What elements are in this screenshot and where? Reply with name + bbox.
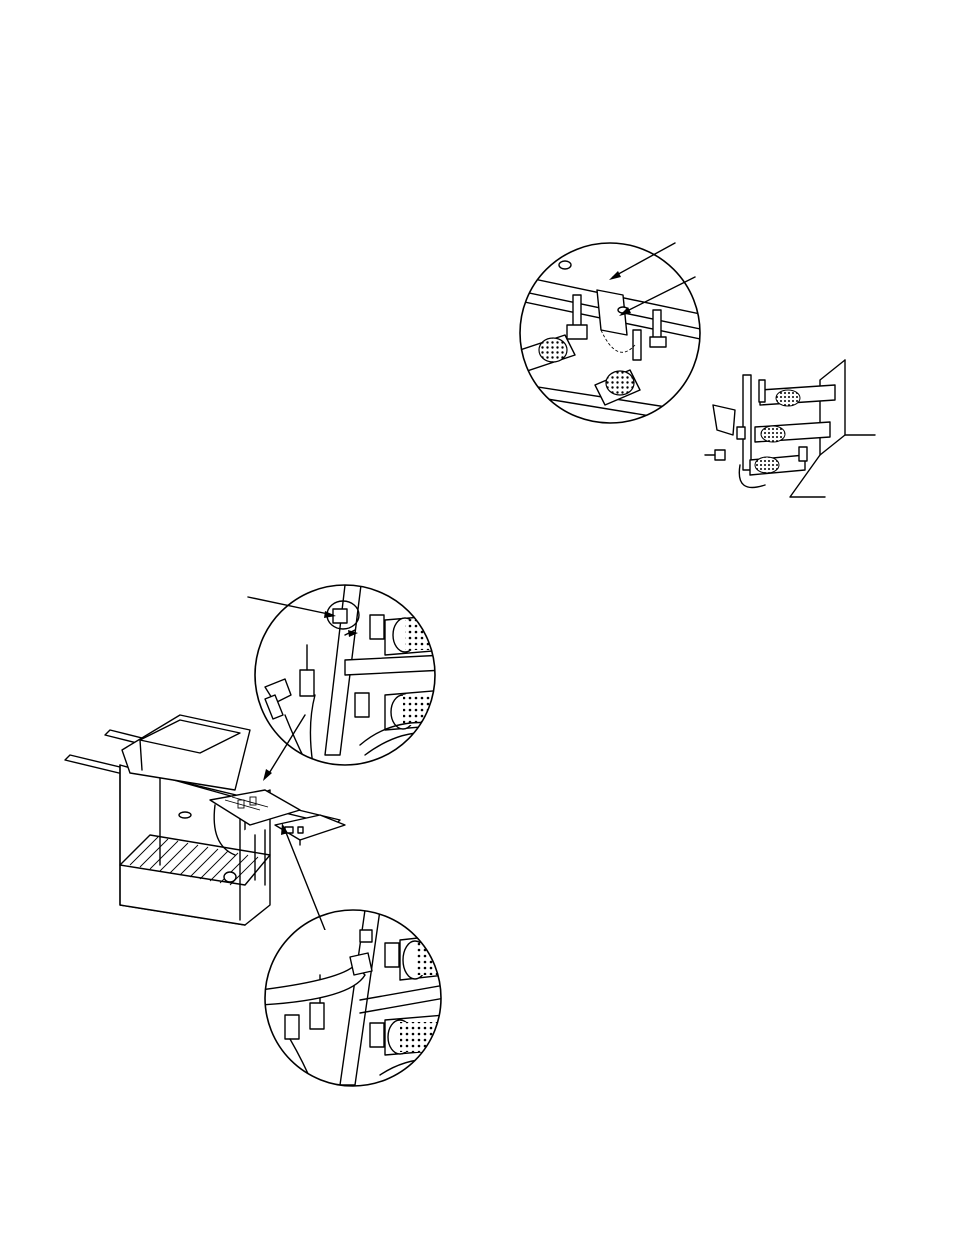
burner-valve-closeup [505,235,715,430]
grill-cart-overview [60,705,350,930]
burner-assembly [695,355,885,505]
hose-connection-closeup [260,905,445,1095]
